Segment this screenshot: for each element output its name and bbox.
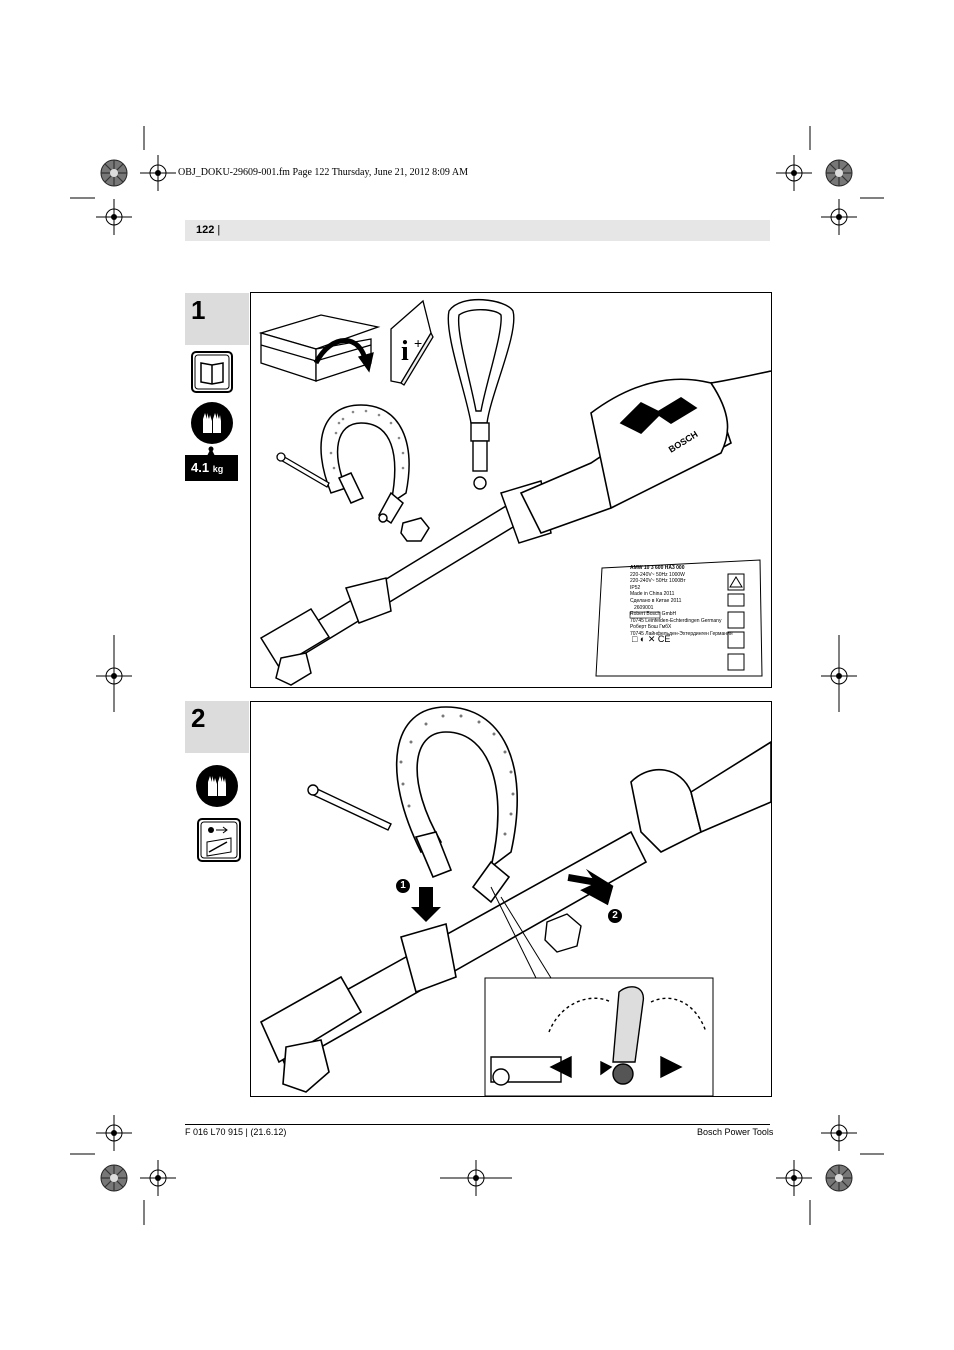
shoulder-strap (447, 298, 515, 490)
read-manual-icon (191, 351, 233, 393)
step-1-tab: 1 (185, 293, 249, 345)
bolt-part-2 (307, 784, 392, 831)
document-code: F 016 L70 915 | (21.6.12) (185, 1127, 287, 1137)
rating-plate: □ ◐ ✕ CE AMW 10 3 600 HA3 000 220-240V~ … (590, 558, 765, 680)
step-1-number: 1 (191, 295, 206, 325)
rating-plate-text: AMW 10 3 600 HA3 000 220-240V~ 50Hz 1000… (630, 565, 733, 638)
loop-handle-part (320, 404, 430, 542)
weight-hook-icon (207, 446, 215, 456)
plate-line-company-ru: Роберт Бош ГмбХ (630, 624, 672, 631)
motor-housing (519, 370, 771, 534)
publisher: Bosch Power Tools (697, 1127, 774, 1137)
svg-text:□ ◐ ✕ CE: □ ◐ ✕ CE (632, 634, 670, 644)
arrow-down (411, 887, 441, 922)
tool-shaft (259, 480, 552, 686)
plate-line-voltage-2: 220-240V~ 50Hz 1000Вт (630, 578, 686, 585)
svg-text:+: + (414, 335, 422, 351)
page-number: 122 | (196, 224, 221, 236)
plate-code-box: 2609001 (634, 604, 654, 611)
plate-line-company: Robert Bosch GmbH (630, 611, 677, 618)
box-unpack-icon (258, 314, 381, 382)
plate-line-address: 70745 Leinfelden-Echterdingen Germany (630, 617, 722, 624)
detail-inset (490, 986, 707, 1086)
plate-line-model: AMW 10 3 600 HA3 000 (630, 565, 685, 571)
weight-label: 4.1 kg (185, 455, 238, 481)
info-booklet-icon: i + (390, 299, 434, 386)
file-info-line: OBJ_DOKU-29609-001.fm Page 122 Thursday,… (178, 167, 468, 178)
plate-line-address-ru: 70745 Лайнфельден-Эхтердинген Германия (630, 630, 733, 637)
loop-handle-2 (395, 706, 518, 904)
bolt-part (276, 452, 330, 488)
unplug-warning-icon (197, 818, 241, 862)
figure-1-illustration: i + BOSCH (258, 298, 771, 686)
tool-shaft-2 (259, 741, 771, 1093)
callout-2: 2 (608, 909, 622, 923)
callout-1: 1 (396, 879, 410, 893)
step-2-number: 2 (191, 703, 206, 733)
gloves-icon-2 (196, 765, 238, 807)
figure-2-illustration (259, 706, 771, 1096)
footer-rule (185, 1124, 770, 1125)
knob-part (544, 913, 582, 953)
arrow-left (567, 868, 614, 906)
plate-line-made-in-ru: Сделано в Китае 2011 (630, 597, 682, 604)
plate-line-made-in: Made in China 2011 (630, 591, 675, 598)
gloves-icon (191, 402, 233, 444)
plate-line-voltage-1: 220-240V~ 50Hz 1000W (630, 571, 685, 578)
step-2-tab: 2 (185, 701, 249, 753)
plate-line-ip: IP52 (630, 584, 641, 591)
svg-text:i: i (401, 336, 409, 367)
page-header-bar (185, 220, 770, 241)
